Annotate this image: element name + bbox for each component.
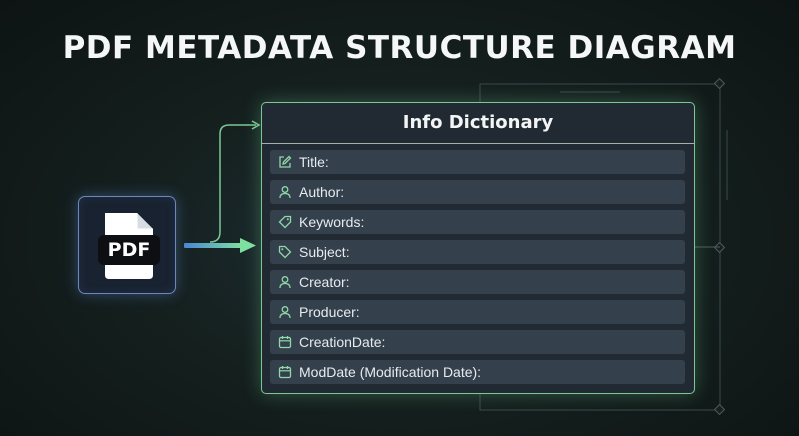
tag-icon xyxy=(278,215,292,229)
connector-top xyxy=(209,124,256,243)
field-label: Title: xyxy=(299,154,329,170)
user-icon xyxy=(278,305,292,319)
field-subject: Subject: xyxy=(270,240,685,264)
diagram-title: PDF METADATA STRUCTURE DIAGRAM xyxy=(62,30,737,66)
field-label: Subject: xyxy=(299,244,350,260)
field-mod-date: ModDate (Modification Date): xyxy=(270,360,685,384)
field-creator: Creator: xyxy=(270,270,685,294)
edit-icon xyxy=(278,155,292,169)
connector-top-arrowhead xyxy=(251,120,261,130)
field-creation-date: CreationDate: xyxy=(270,330,685,354)
field-label: Author: xyxy=(299,184,345,200)
frame-nodes xyxy=(713,77,726,416)
field-keywords: Keywords: xyxy=(270,210,685,234)
info-dictionary-title: Info Dictionary xyxy=(262,103,694,144)
info-dictionary-panel: Info Dictionary Title: Author: Keywords:… xyxy=(261,102,695,394)
field-label: CreationDate: xyxy=(299,334,386,350)
tag-icon xyxy=(278,245,292,259)
field-producer: Producer: xyxy=(270,300,685,324)
main-arrow-head xyxy=(240,238,256,253)
field-label: Producer: xyxy=(299,304,360,320)
field-label: Keywords: xyxy=(299,214,365,230)
pdf-label: PDF xyxy=(98,235,160,265)
field-title: Title: xyxy=(270,150,685,174)
field-label: ModDate (Modification Date): xyxy=(299,364,482,380)
user-icon xyxy=(278,185,292,199)
user-icon xyxy=(278,275,292,289)
field-label: Creator: xyxy=(299,274,350,290)
pdf-source-node: PDF xyxy=(78,196,176,294)
calendar-icon xyxy=(278,335,292,349)
calendar-icon xyxy=(278,365,292,379)
main-arrow-shaft xyxy=(184,243,242,248)
field-author: Author: xyxy=(270,180,685,204)
